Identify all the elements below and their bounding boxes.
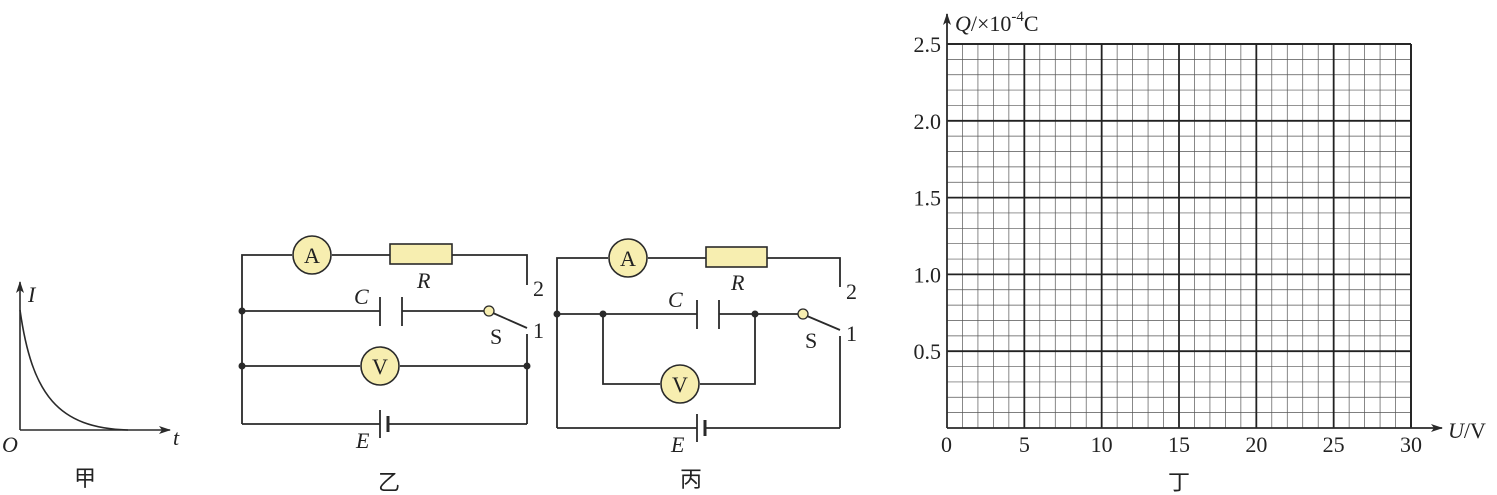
- yi-resistor: [389, 243, 453, 265]
- ding-x-tick-label: 5: [1019, 432, 1030, 457]
- yi-voltmeter-label: V: [372, 354, 388, 379]
- yi-voltmeter: [360, 346, 400, 386]
- yi-junction: [238, 362, 246, 370]
- grid-major-lines: [947, 43, 1412, 428]
- panel-bing: A R 2 C S 1 V E 丙: [553, 238, 857, 493]
- bing-top-wire: [556, 257, 841, 428]
- jia-y-axis-label: I: [27, 282, 37, 307]
- yi-switch-blade: [492, 312, 528, 329]
- ding-x-tick-label: 10: [1091, 432, 1113, 457]
- ding-x-tick-label: 15: [1168, 432, 1190, 457]
- ding-x-tick-label: 30: [1400, 432, 1422, 457]
- panel-ding: 5 10 15 20 25 30 0.5 1.0 1.5 2.0 2.5 0 Q/×10-4C U…: [914, 9, 1487, 495]
- ding-y-tick-labels: 0.5 1.0 1.5 2.0 2.5: [914, 32, 942, 364]
- bing-switch-blade: [806, 315, 841, 331]
- jia-origin-label: O: [2, 432, 18, 457]
- bing-switch-pivot: [797, 308, 809, 320]
- ding-y-axis-unit-tail: C: [1024, 11, 1039, 36]
- ding-y-axis-symbol: Q: [955, 11, 971, 36]
- bing-contact-1: 1: [846, 321, 857, 346]
- yi-battery-label: E: [355, 428, 370, 453]
- bing-voltmeter-label: V: [672, 372, 688, 397]
- yi-ammeter: [292, 235, 332, 275]
- ding-y-tick-label: 0.5: [914, 339, 942, 364]
- ding-x-tick-labels: 5 10 15 20 25 30: [1019, 432, 1422, 457]
- ding-y-tick-label: 1.5: [914, 186, 942, 211]
- yi-junction: [523, 362, 531, 370]
- ding-x-tick-label: 20: [1245, 432, 1267, 457]
- jia-decay-curve: [19, 309, 129, 431]
- ding-origin-tick: 0: [941, 432, 952, 457]
- ding-y-tick-label: 2.0: [914, 109, 942, 134]
- bing-ammeter-label: A: [620, 246, 636, 271]
- yi-contact-1: 1: [533, 318, 544, 343]
- bing-caption: 丙: [680, 468, 702, 493]
- bing-capacitor-label: C: [668, 287, 683, 312]
- yi-switch-label: S: [490, 324, 502, 349]
- ding-x-tick-label: 25: [1323, 432, 1345, 457]
- yi-contact-2: 2: [533, 276, 544, 301]
- jia-x-axis-label: t: [173, 425, 180, 450]
- panel-jia: I t O 甲: [2, 281, 180, 492]
- yi-ammeter-label: A: [304, 243, 320, 268]
- ding-y-axis-label: Q/×10-4C: [955, 9, 1039, 36]
- panel-yi: A R 2 C S 1 V E 乙: [238, 235, 544, 495]
- bing-resistor-label: R: [730, 270, 745, 295]
- ding-y-tick-label: 2.5: [914, 32, 942, 57]
- bing-battery-label: E: [670, 432, 685, 457]
- yi-switch-pivot: [483, 305, 495, 317]
- ding-x-axis-label: U/V: [1448, 418, 1486, 443]
- bing-contact-2: 2: [846, 279, 857, 304]
- jia-caption: 甲: [74, 467, 96, 492]
- bing-junction: [599, 310, 607, 318]
- ding-caption: 丁: [1168, 471, 1190, 495]
- bing-voltmeter: [660, 364, 700, 404]
- yi-junction: [238, 307, 246, 315]
- ding-y-axis-unit-exp: -4: [1011, 9, 1024, 25]
- yi-caption: 乙: [378, 471, 400, 495]
- yi-resistor-label: R: [416, 268, 431, 293]
- bing-junction: [751, 310, 759, 318]
- bing-switch-label: S: [805, 328, 817, 353]
- bing-resistor: [705, 246, 768, 268]
- bing-ammeter: [608, 238, 648, 278]
- bing-volt-wire: [602, 314, 756, 385]
- yi-capacitor-label: C: [354, 284, 369, 309]
- ding-y-tick-label: 1.0: [914, 262, 942, 287]
- ding-y-axis-unit-prefix: /×10: [971, 11, 1012, 36]
- bing-junction: [553, 310, 561, 318]
- yi-top-wire: [241, 254, 528, 424]
- ding-x-axis-unit: /V: [1464, 418, 1486, 443]
- ding-x-axis-symbol: U: [1448, 418, 1466, 443]
